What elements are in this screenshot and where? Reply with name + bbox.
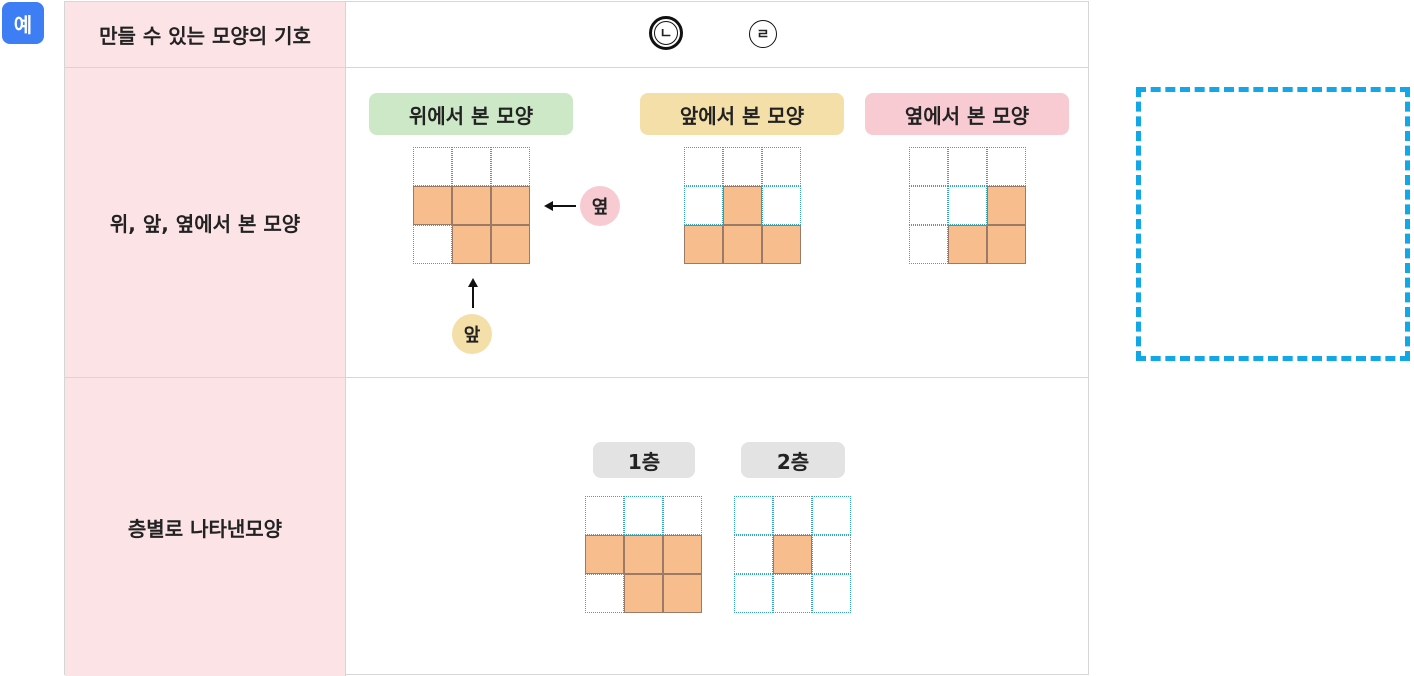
layer-2-label: 2층: [741, 442, 845, 478]
top-view-cell-2-1: [452, 225, 491, 264]
layer-2-cell-1-1: [773, 535, 812, 574]
layer-2-cell-2-1: [773, 574, 812, 613]
front-arrow-icon: [468, 278, 478, 308]
front-view-cell-2-0: [684, 225, 723, 264]
layer-1-cell-0-2: [663, 496, 702, 535]
layer-1-label: 1층: [593, 442, 695, 478]
layer-2-cell-2-2: [812, 574, 851, 613]
layer-2-cell-1-2: [812, 535, 851, 574]
side-view-cell-0-0: [909, 147, 948, 186]
top-view-grid: [413, 147, 530, 264]
layer-2-cell-2-0: [734, 574, 773, 613]
top-view-cell-1-0: [413, 186, 452, 225]
symbol-label: ㄴ: [654, 21, 678, 45]
front-view-label: 앞에서 본 모양: [640, 93, 844, 135]
top-view-cell-0-2: [491, 147, 530, 186]
front-direction-badge: 앞: [452, 314, 492, 354]
layer-2-grid: [734, 496, 851, 613]
layer-1-cell-0-0: [585, 496, 624, 535]
side-view-label: 옆에서 본 모양: [865, 93, 1069, 135]
layer-1-cell-0-1: [624, 496, 663, 535]
layer-1-cell-2-0: [585, 574, 624, 613]
side-arrow-icon: [544, 201, 576, 211]
symbol-circled-selected[interactable]: ㄴ: [649, 16, 683, 50]
front-view-cell-2-1: [723, 225, 762, 264]
row-views: 위, 앞, 옆에서 본 모양 위에서 본 모양 앞에서 본 모양 옆에서 본 모…: [65, 68, 1088, 378]
layer-1-cell-2-1: [624, 574, 663, 613]
example-badge: 예: [2, 2, 44, 44]
top-view-cell-0-1: [452, 147, 491, 186]
layer-1-cell-1-2: [663, 535, 702, 574]
side-view-cell-1-1: [948, 186, 987, 225]
side-view-cell-2-1: [948, 225, 987, 264]
side-view-cell-2-2: [987, 225, 1026, 264]
row-header-views: 위, 앞, 옆에서 본 모양: [65, 68, 346, 377]
front-view-cell-1-2: [762, 186, 801, 225]
top-view-cell-2-2: [491, 225, 530, 264]
layer-1-grid: [585, 496, 702, 613]
answer-table: 만들 수 있는 모양의 기호 ㄴ ㄹ 위, 앞, 옆에서 본 모양 위에서 본 …: [64, 1, 1089, 676]
front-view-cell-1-1: [723, 186, 762, 225]
side-view-grid: [909, 147, 1026, 264]
layer-2-cell-0-1: [773, 496, 812, 535]
top-view-cell-1-1: [452, 186, 491, 225]
layer-1-cell-1-0: [585, 535, 624, 574]
layer-2-cell-0-2: [812, 496, 851, 535]
symbols-cell: ㄴ ㄹ: [346, 2, 1088, 67]
side-view-cell-1-0: [909, 186, 948, 225]
layer-1-cell-1-1: [624, 535, 663, 574]
row-header-layers: 층별로 나타낸모양: [65, 378, 346, 676]
side-direction-badge: 옆: [580, 186, 620, 226]
front-view-cell-0-1: [723, 147, 762, 186]
side-view-cell-0-2: [987, 147, 1026, 186]
side-view-cell-0-1: [948, 147, 987, 186]
front-view-cell-0-0: [684, 147, 723, 186]
views-cell: 위에서 본 모양 앞에서 본 모양 옆에서 본 모양 옆 앞: [346, 68, 1088, 377]
symbol-circled[interactable]: ㄹ: [749, 20, 777, 48]
front-view-grid: [684, 147, 801, 264]
layer-2-cell-1-0: [734, 535, 773, 574]
top-view-label: 위에서 본 모양: [369, 93, 573, 135]
top-view-cell-1-2: [491, 186, 530, 225]
top-view-cell-2-0: [413, 225, 452, 264]
front-view-cell-0-2: [762, 147, 801, 186]
layer-2-cell-0-0: [734, 496, 773, 535]
answer-drop-area[interactable]: [1136, 87, 1410, 361]
row-symbols: 만들 수 있는 모양의 기호 ㄴ ㄹ: [65, 2, 1088, 68]
front-view-cell-1-0: [684, 186, 723, 225]
row-header-symbols: 만들 수 있는 모양의 기호: [65, 2, 346, 67]
side-view-cell-1-2: [987, 186, 1026, 225]
row-layers: 층별로 나타낸모양 1층 2층: [65, 378, 1088, 676]
front-view-cell-2-2: [762, 225, 801, 264]
top-view-cell-0-0: [413, 147, 452, 186]
side-view-cell-2-0: [909, 225, 948, 264]
layers-cell: 1층 2층: [346, 378, 1088, 676]
layer-1-cell-2-2: [663, 574, 702, 613]
